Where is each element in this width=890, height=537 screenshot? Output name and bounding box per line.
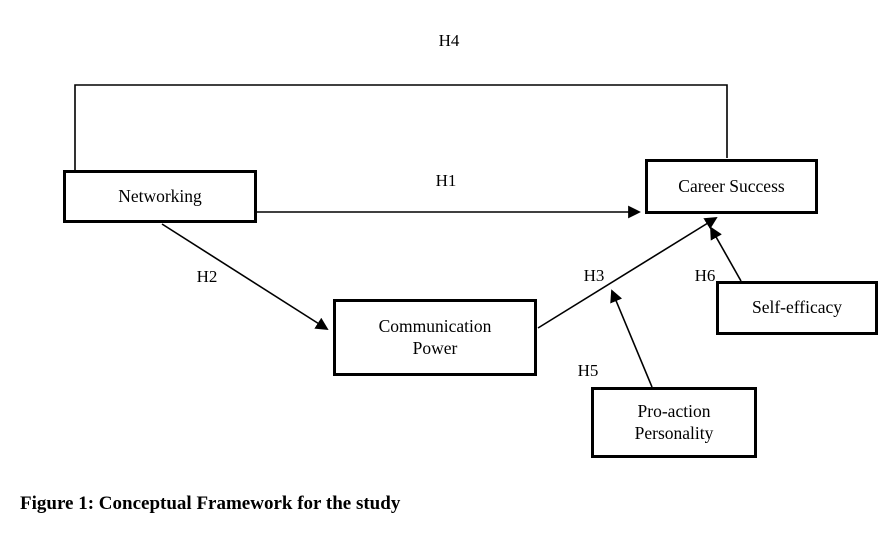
node-career-success-label: Career Success — [678, 175, 785, 196]
figure-caption: Figure 1: Conceptual Framework for the s… — [20, 493, 401, 514]
node-networking: Networking — [63, 170, 257, 223]
hypothesis-label-h6: H6 — [694, 266, 716, 285]
node-proaction-personality-label-line1: Pro-action — [637, 400, 711, 421]
h4-path — [74, 84, 728, 170]
hypothesis-label-h1: H1 — [435, 171, 457, 190]
h5-arrow — [610, 289, 653, 388]
node-proaction-personality-label-line2: Personality — [634, 422, 714, 443]
h2-arrow — [161, 223, 329, 331]
hypothesis-label-h5: H5 — [577, 361, 599, 380]
node-career-success: Career Success — [645, 159, 818, 214]
h3-arrow — [537, 216, 718, 329]
node-communication-power: Communication Power — [333, 299, 537, 376]
node-self-efficacy-label: Self-efficacy — [751, 297, 843, 318]
hypothesis-label-h2: H2 — [196, 267, 218, 286]
hypothesis-label-h3: H3 — [583, 266, 605, 285]
node-communication-power-label-line1: Communication — [378, 315, 492, 336]
node-self-efficacy: Self-efficacy — [716, 281, 878, 335]
node-proaction-personality: Pro-action Personality — [591, 387, 757, 458]
hypothesis-label-h4: H4 — [438, 31, 460, 50]
h6-arrow — [710, 226, 742, 282]
node-networking-label: Networking — [118, 185, 202, 206]
node-communication-power-label-line2: Power — [412, 337, 458, 358]
